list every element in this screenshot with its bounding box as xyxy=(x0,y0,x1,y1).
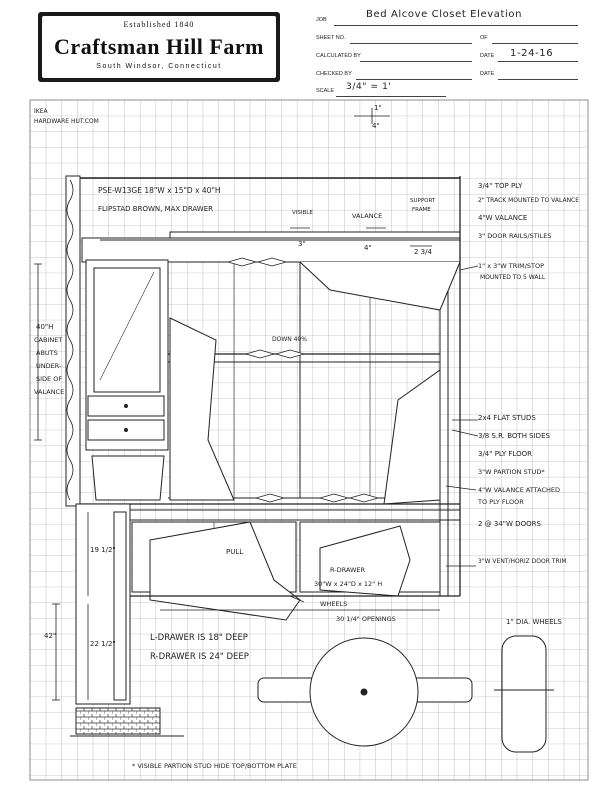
note-side-of: SIDE OF xyxy=(36,375,63,383)
note-pull: PULL xyxy=(226,548,244,556)
note-visible: VISIBLE xyxy=(292,210,313,216)
note-partion-stud: 3"W PARTION STUD* xyxy=(478,468,545,476)
scale-value: 3/4" = 1' xyxy=(346,82,392,92)
left-wall-texture xyxy=(66,179,74,501)
sheet-label: SHEET NO. xyxy=(316,35,346,41)
date-line xyxy=(498,61,578,62)
lower-wall-stud xyxy=(113,511,127,701)
note-ikea: IKEA xyxy=(34,108,48,115)
note-dia-wheels: 1" DIA. WHEELS xyxy=(506,618,562,626)
logo-location: South Windsor, Connecticut xyxy=(96,63,222,70)
note-valance-width: 4"W VALANCE xyxy=(478,214,528,222)
leader-lines xyxy=(289,265,479,603)
note-sr-both-sides: 3/8 S.R. BOTH SIDES xyxy=(478,432,550,440)
note-to-ply-floor: TO PLY FLOOR xyxy=(478,498,524,506)
logo-established: Established 1840 xyxy=(123,20,195,29)
dim-19-half: 19 1/2" xyxy=(90,546,116,554)
note-valance-attached: 4"W VALANCE ATTACHED xyxy=(478,486,561,494)
dim-2-3-4: 2 3/4 xyxy=(414,248,432,256)
note-under: UNDER- xyxy=(36,362,62,370)
note-doors: 2 @ 34"W DOORS xyxy=(478,520,541,528)
wheel-side-view xyxy=(501,635,547,753)
note-valance: VALANCE xyxy=(352,212,383,220)
note-trim: 1" x 3"W TRIM/STOP xyxy=(478,262,545,270)
sheet-line xyxy=(350,43,472,44)
calculated-by-label: CALCULATED BY xyxy=(316,53,361,59)
date2-label: DATE xyxy=(480,71,495,77)
note-frame: FRAME xyxy=(412,207,431,213)
note-trim-mount: MOUNTED TO 5 WALL xyxy=(480,274,546,281)
logo-panel: Established 1840 Craftsman Hill Farm Sou… xyxy=(42,16,276,78)
note-l-drawer-depth: L-DRAWER IS 18" DEEP xyxy=(150,633,248,643)
note-cabinet-model: PSE-W13GE 18"W x 15"D x 40"H xyxy=(98,186,221,195)
dim-4in-top: 4" xyxy=(372,122,380,130)
dimension-lines xyxy=(34,108,440,701)
drawer-knob-2 xyxy=(124,428,128,432)
dim-4in: 4" xyxy=(364,244,372,252)
track xyxy=(169,231,461,239)
date-label: DATE xyxy=(480,53,495,59)
job-label: JOB xyxy=(316,17,327,23)
dim-1in: 1" xyxy=(374,104,382,112)
scale-line xyxy=(336,96,446,97)
note-cabinet-finish: FLIPSTAD BROWN, MAX DRAWER xyxy=(98,205,214,213)
note-down: DOWN 40% xyxy=(272,336,308,343)
breakout-right-panel xyxy=(383,369,441,505)
company-logo: Established 1840 Craftsman Hill Farm Sou… xyxy=(38,12,280,82)
cabinet-glass-door xyxy=(93,267,161,393)
hinges xyxy=(226,257,380,503)
job-value: Bed Alcove Closet Elevation xyxy=(366,9,523,20)
dim-22-half: 22 1/2" xyxy=(90,640,116,648)
checked-line xyxy=(356,79,472,80)
dim-42: 42" xyxy=(44,632,57,640)
note-footnote: * VISIBLE PARTION STUD HIDE TOP/BOTTOM P… xyxy=(132,762,297,770)
note-openings: 30 1/4" OPENINGS xyxy=(336,615,396,623)
scale-label: SCALE xyxy=(316,88,335,94)
note-ply-floor: 3/4" PLY FLOOR xyxy=(478,450,532,458)
note-support: SUPPORT xyxy=(410,198,436,204)
note-wheels: WHEELS xyxy=(320,600,348,608)
closet-elevation xyxy=(65,175,554,753)
note-cabinet-40h: 40"H xyxy=(36,323,54,331)
of-label: OF xyxy=(480,35,488,41)
of-line xyxy=(492,43,578,44)
breakout-upper xyxy=(299,261,461,311)
job-line xyxy=(334,25,578,26)
glass-reflection xyxy=(99,271,155,381)
date-value: 1-24-16 xyxy=(510,48,554,59)
checked-by-label: CHECKED BY xyxy=(316,71,352,77)
note-hardware-hut: HARDWARE HUT.COM xyxy=(34,118,99,125)
logo-name: Craftsman Hill Farm xyxy=(54,34,264,59)
lower-breakout-right xyxy=(319,525,411,597)
cabinet-basket xyxy=(91,455,165,501)
note-door-rails: 3" DOOR RAILS/STILES xyxy=(478,232,552,240)
note-r-drawer-depth: R-DRAWER IS 24" DEEP xyxy=(150,652,249,662)
note-flat-studs: 2x4 FLAT STUDS xyxy=(478,414,536,422)
note-valance-left: VALANCE xyxy=(34,388,65,396)
calculated-line xyxy=(360,61,472,62)
drawer-knob-1 xyxy=(124,404,128,408)
note-abuts: ABUTS xyxy=(36,349,58,357)
note-r-drawer-dims: 30"W x 24"D x 12" H xyxy=(314,580,383,588)
wheel-hub xyxy=(360,688,368,696)
note-top-ply: 3/4" TOP PLY xyxy=(478,182,523,190)
note-vent-trim: 3"W VENT/HORIZ DOOR TRIM xyxy=(478,558,567,565)
brick-base xyxy=(75,707,161,735)
note-r-drawer: R-DRAWER xyxy=(330,566,365,574)
breakout-left-panel xyxy=(169,317,235,501)
date2-line xyxy=(498,79,578,80)
note-track: 2" TRACK MOUNTED TO VALANCE xyxy=(478,197,580,204)
dim-3in: 3" xyxy=(298,240,306,248)
note-cabinet: CABINET xyxy=(34,336,63,344)
